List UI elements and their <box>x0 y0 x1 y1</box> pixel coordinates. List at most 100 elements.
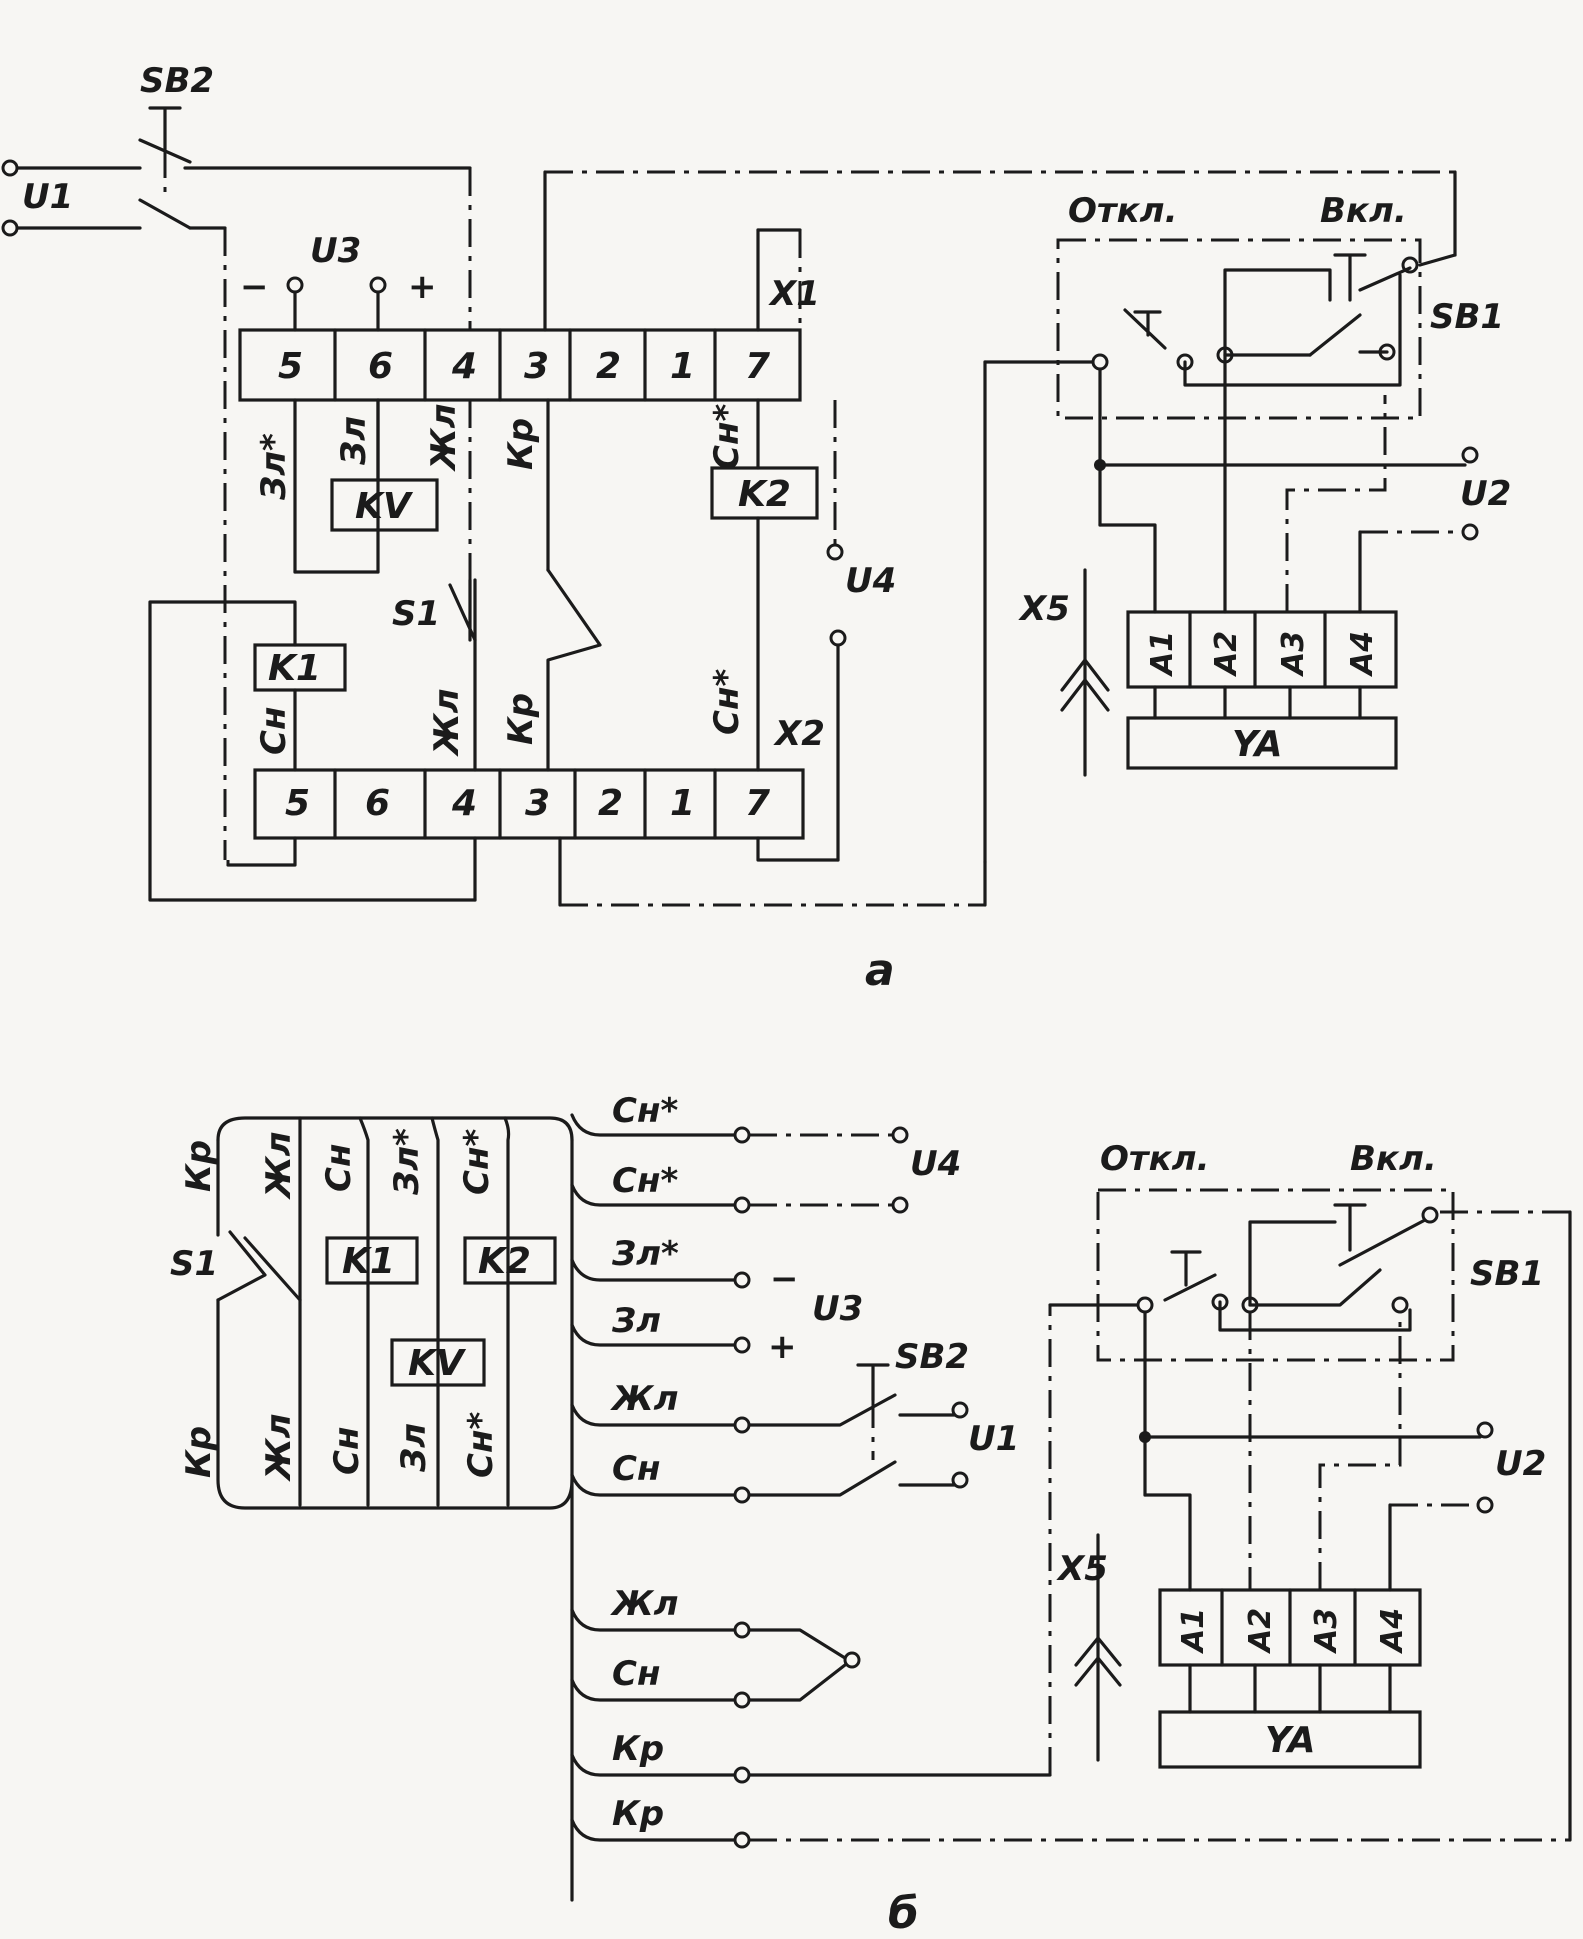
b-u1-terminal-1 <box>951 1401 969 1419</box>
scheme-a: U1 SB2 U3 − + 5 6 4 3 2 1 7 X1 З <box>1 61 1511 996</box>
b-top-label-zl-star: Зл* <box>387 1128 427 1196</box>
x2-cell-6: 6 <box>365 783 390 824</box>
u2-terminal-1 <box>1461 446 1479 464</box>
u2-terminal-2 <box>1461 523 1479 541</box>
b-u3-minus: − <box>770 1259 799 1299</box>
b-ya-cell-a1: A1 <box>1176 1608 1211 1654</box>
sb1-off-contact <box>1123 308 1167 350</box>
b-wire-label-5: Жл <box>610 1379 679 1419</box>
b-u4-label: U4 <box>910 1144 961 1184</box>
b-ya-label: YA <box>1265 1720 1315 1761</box>
b-ya-cell-a4: A4 <box>1375 1608 1410 1654</box>
u3-label: U3 <box>310 231 361 271</box>
sb1-enclosure <box>1056 238 1422 420</box>
u4-terminal-1 <box>826 543 844 561</box>
b-u2-label: U2 <box>1495 1444 1546 1484</box>
ya-cell-a4: A4 <box>1345 631 1380 677</box>
b-bot-label-zhl: Жл <box>259 1413 299 1482</box>
caption-a: а <box>865 945 895 996</box>
x1-terminal-block <box>238 328 802 402</box>
wire-label-kr-bottom: Кр <box>501 693 541 745</box>
ya-cell-a3: A3 <box>1276 631 1311 677</box>
relay-kv-label: KV <box>355 486 414 527</box>
s1-label: S1 <box>392 594 440 634</box>
u1-label: U1 <box>22 177 73 217</box>
u3-terminal-minus <box>286 276 304 294</box>
x1-cell-4: 4 <box>451 346 477 387</box>
b-wire-label-8: Сн <box>612 1654 660 1694</box>
x1-cell-7: 7 <box>745 346 770 387</box>
b-sb1-on-label: Вкл. <box>1350 1139 1437 1179</box>
sb2-label: SB2 <box>140 61 214 101</box>
b-u3-plus: + <box>768 1327 797 1367</box>
sb1-label: SB1 <box>1430 297 1504 337</box>
x2-label: X2 <box>773 714 825 754</box>
x1-cell-6: 6 <box>368 346 393 387</box>
b-x5-connector-icon <box>1074 1636 1122 1687</box>
x2-cell-5: 5 <box>285 783 310 824</box>
x2-terminal-block <box>253 768 805 840</box>
b-bot-label-zl: Зл <box>394 1423 434 1473</box>
u4-label: U4 <box>845 561 896 601</box>
b-wire-label-7: Жл <box>610 1584 679 1624</box>
u3-terminal-plus <box>369 276 387 294</box>
b-wire-list: Сн* Сн* Зл* Зл Жл Сн Жл Сн Кр Кр <box>570 1091 751 1849</box>
u3-plus: + <box>408 267 437 307</box>
b-ya-cell-a3: A3 <box>1309 1608 1344 1654</box>
b-relay-kv-label: KV <box>408 1343 467 1384</box>
ya-cell-a2: A2 <box>1209 631 1244 677</box>
relay-k1 <box>253 643 347 692</box>
ya-coil <box>1126 716 1398 770</box>
b-u4-terminal-1 <box>891 1126 909 1144</box>
b-wire-label-1: Сн* <box>612 1091 678 1131</box>
wire-label-zhl: Жл <box>424 403 464 472</box>
sb1-on-label: Вкл. <box>1320 191 1407 231</box>
b-sb2-switch <box>747 1363 897 1497</box>
u1-terminal-2 <box>1 219 19 237</box>
sb2-switch <box>138 106 192 230</box>
b-sb1-enclosure <box>1096 1188 1455 1362</box>
b-relay-k2 <box>463 1236 557 1285</box>
relay-k1-label: K1 <box>268 648 321 689</box>
b-u1-label: U1 <box>968 1419 1019 1459</box>
x2-cell-2: 2 <box>598 783 623 824</box>
b-bot-label-kr: Кр <box>179 1426 219 1478</box>
x2-cell-4: 4 <box>451 783 477 824</box>
b-u3-label: U3 <box>812 1289 863 1329</box>
sb1-off-label: Откл. <box>1068 191 1178 231</box>
b-top-label-sn: Сн <box>319 1144 359 1192</box>
x1-cell-3: 3 <box>524 346 549 387</box>
wire-label-zhl-bottom: Жл <box>427 688 467 757</box>
b-top-label-kr: Кр <box>179 1140 219 1192</box>
x1-cell-1: 1 <box>670 346 695 387</box>
b-u2-terminal-1 <box>1476 1421 1494 1439</box>
x2-cell-7: 7 <box>745 783 770 824</box>
x5-connector-icon <box>1060 658 1110 712</box>
b-u2-terminal-2 <box>1476 1496 1494 1514</box>
b-x5-label: X5 <box>1056 1549 1108 1589</box>
b-ya-coil <box>1158 1710 1422 1769</box>
b-s1-label: S1 <box>170 1244 218 1284</box>
x1-cell-5: 5 <box>278 346 303 387</box>
wire-label-zl: Зл <box>334 416 374 466</box>
x5-label: X5 <box>1018 589 1070 629</box>
b-sb1-off-label: Откл. <box>1100 1139 1210 1179</box>
s1-contact <box>448 583 477 642</box>
wire-label-sn-star-bottom: Сн* <box>707 669 747 735</box>
b-wire-label-6: Сн <box>612 1449 660 1489</box>
relay-k2-label: K2 <box>738 474 791 515</box>
wire-label-kr: Кр <box>501 418 541 470</box>
b-top-label-zhl: Жл <box>259 1131 299 1200</box>
b-wire-label-3: Зл* <box>611 1234 679 1274</box>
relay-k2 <box>710 466 819 520</box>
b-u1-terminal-2 <box>951 1471 969 1489</box>
u1-terminal-1 <box>1 159 19 177</box>
wire-label-sn: Сн <box>254 707 294 755</box>
wire-label-zl-star: Зл* <box>254 433 294 501</box>
b-s1-contact <box>216 1230 267 1302</box>
b-wire-label-10: Кр <box>612 1794 664 1834</box>
b-wire-label-9: Кр <box>612 1729 664 1769</box>
u3-minus: − <box>240 267 269 307</box>
b-relay-k2-label: K2 <box>478 1241 531 1282</box>
